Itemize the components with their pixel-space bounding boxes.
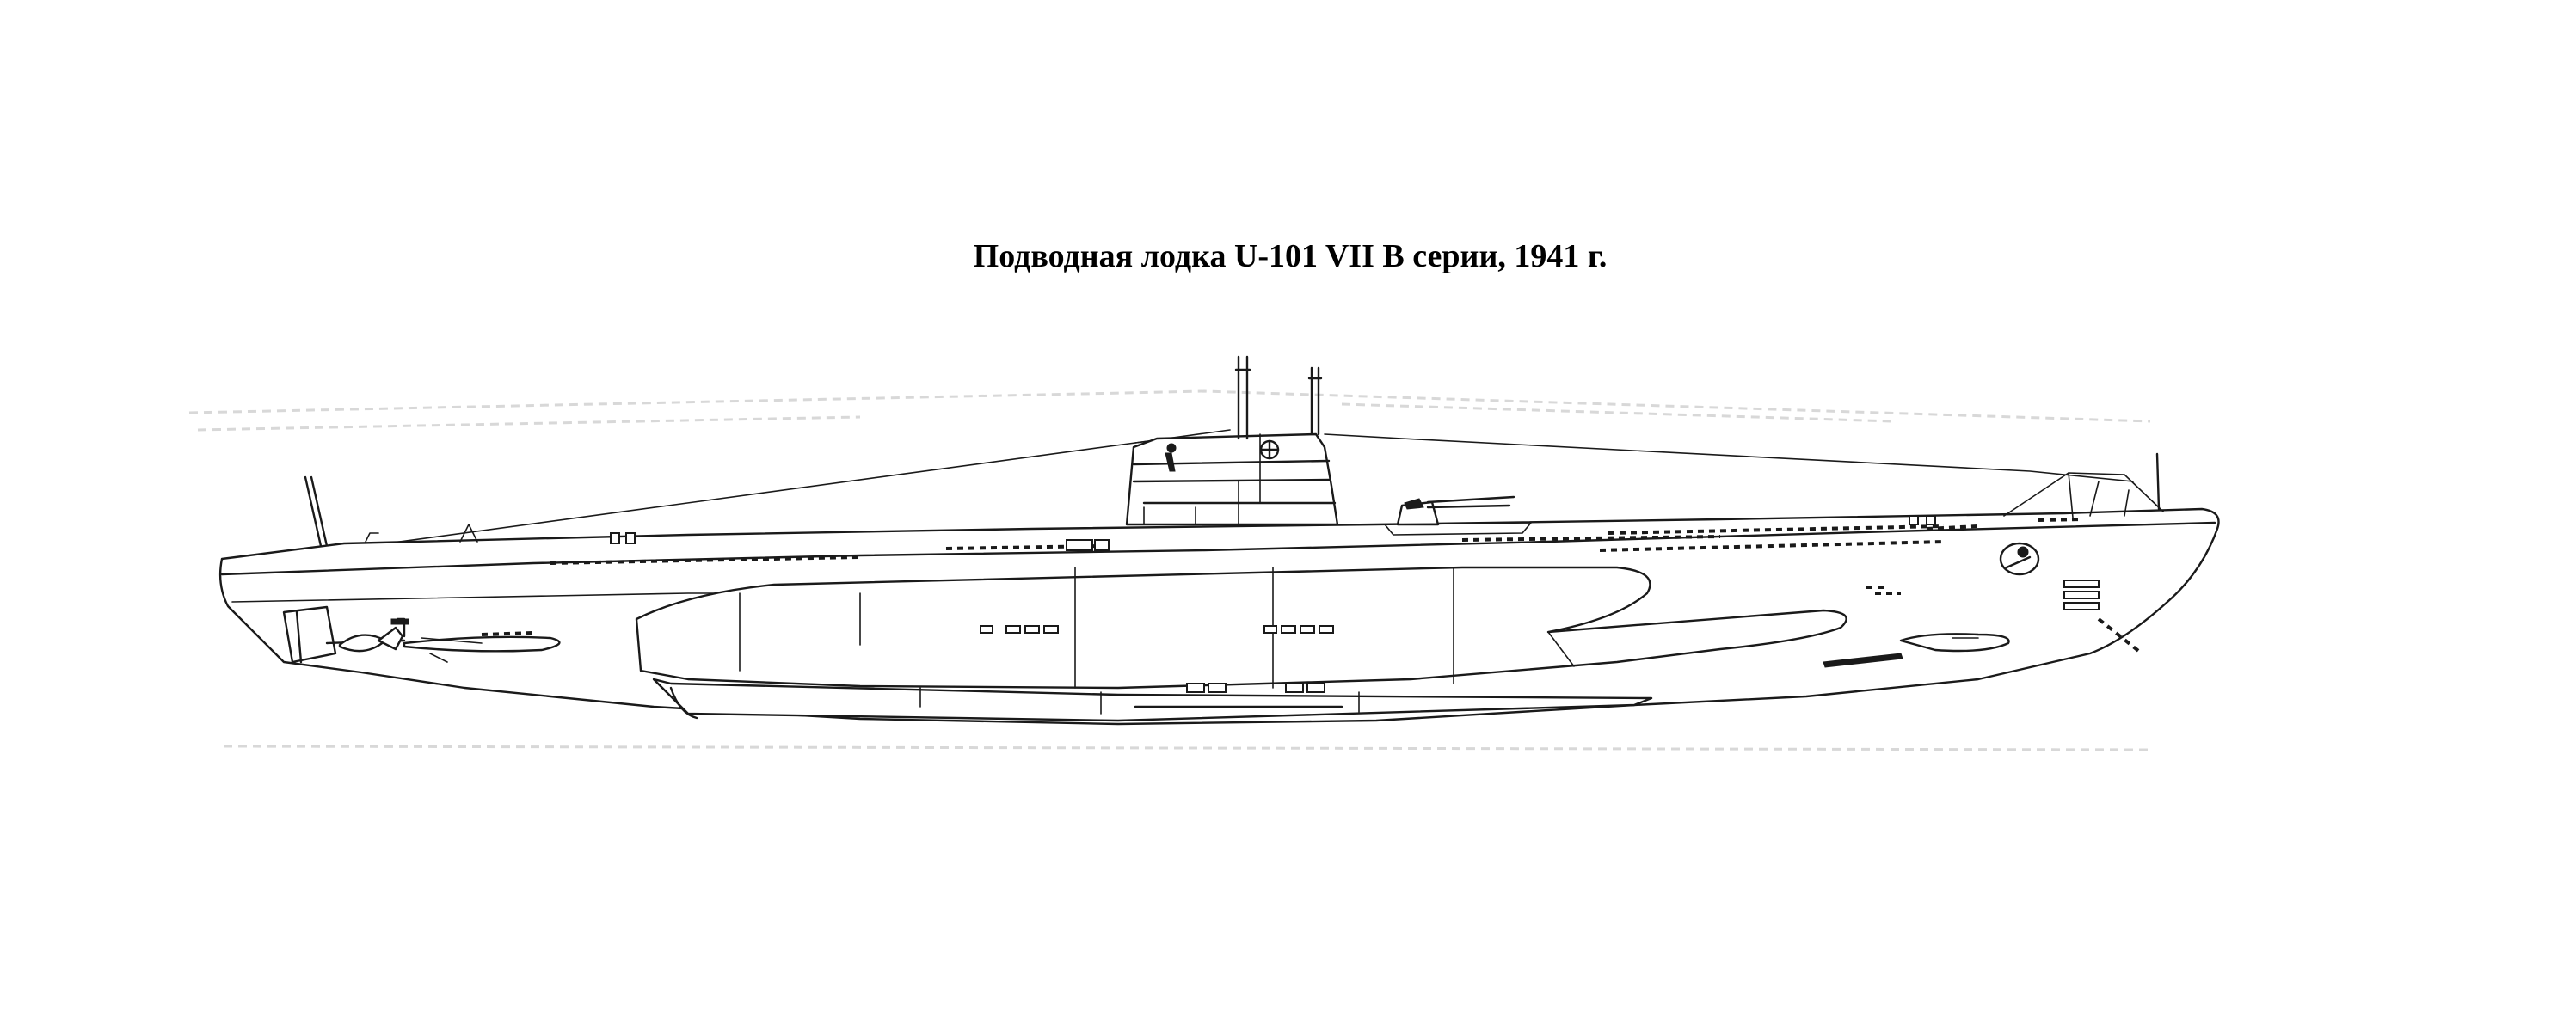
bow-torpedo-doors — [2063, 580, 2143, 655]
deck-fittings — [365, 515, 1936, 551]
keel — [652, 678, 1653, 722]
drawing-title: Подводная лодка U-101 VII B серии, 1941 … — [973, 238, 1608, 274]
scan-ghost-lines — [188, 389, 2151, 751]
stern-gear — [282, 605, 561, 664]
bow-keel-hatching — [1823, 653, 1903, 668]
conning-tower — [1125, 355, 1339, 526]
bow-net-cutter — [2003, 452, 2164, 518]
anchor-recess — [1999, 542, 2040, 576]
saddle-tank — [635, 566, 1847, 690]
bow-hydroplane — [1899, 633, 2010, 653]
deck-gun — [1384, 495, 1532, 536]
limber-holes — [550, 518, 2082, 595]
vent-ports — [980, 625, 1334, 634]
stern-mast — [304, 475, 329, 548]
